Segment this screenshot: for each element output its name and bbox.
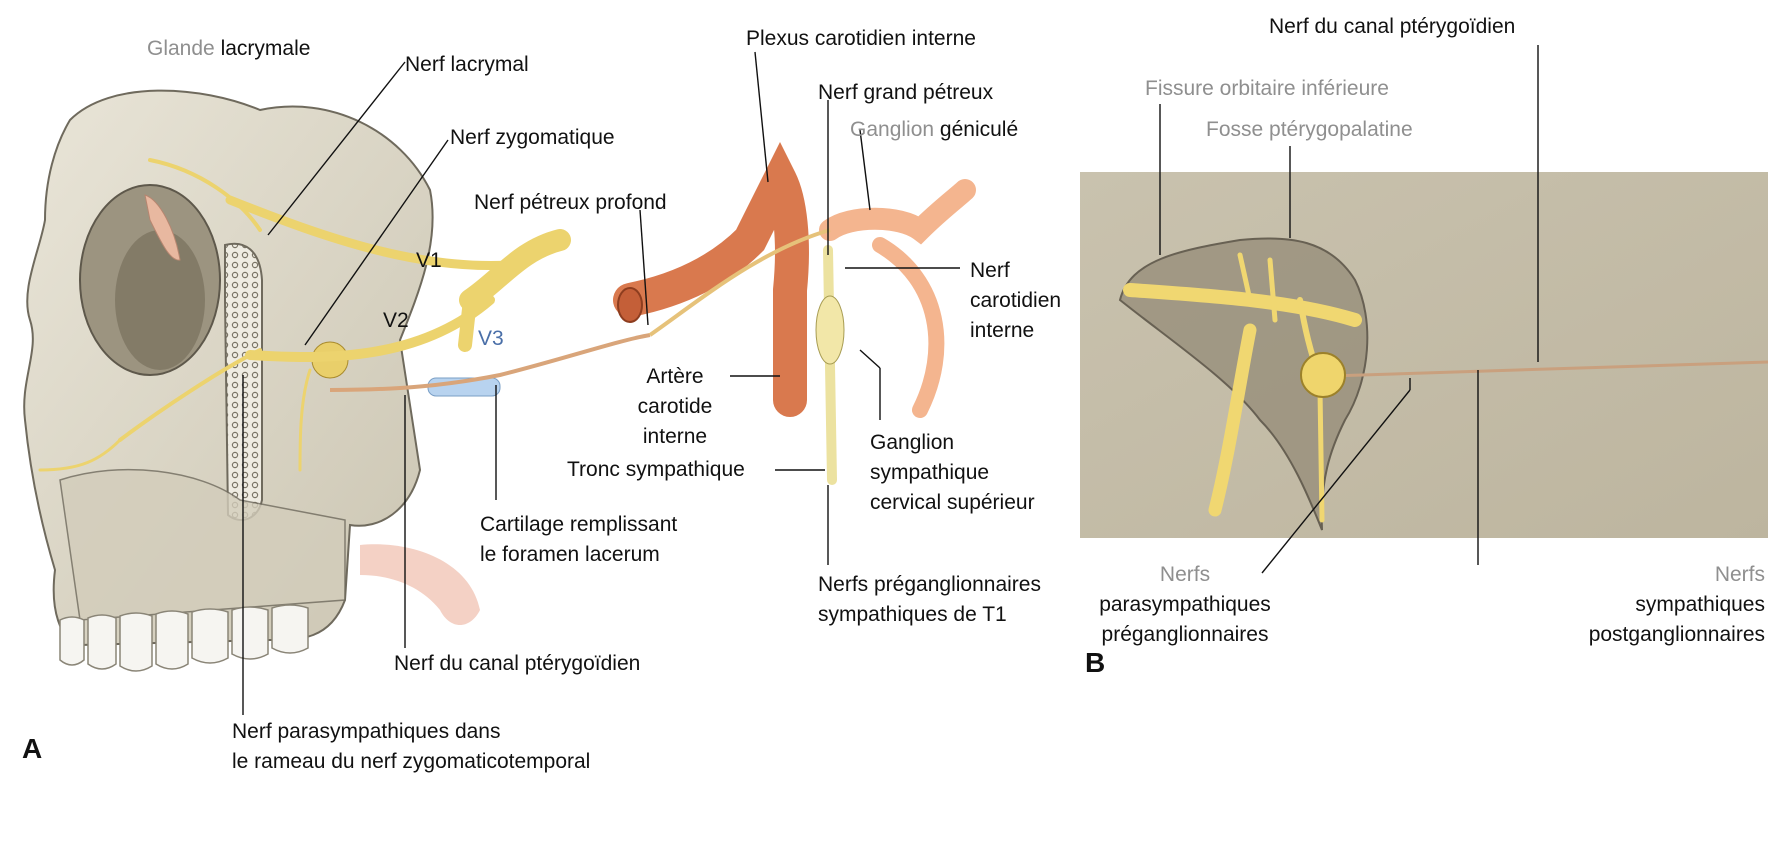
label-plexus: Plexus carotidien interne <box>746 26 976 51</box>
label-nerf-carotidien-1: Nerf <box>970 256 1061 286</box>
label-ganglion-symp-2: sympathique <box>870 458 1035 488</box>
label-nerf-petreux-profond: Nerf pétreux profond <box>474 190 667 215</box>
label-parasymp-2: le rameau du nerf zygomaticotemporal <box>232 747 590 777</box>
superior-cervical-ganglion <box>816 296 844 364</box>
label-cartilage: Cartilage remplissant le foramen lacerum <box>480 510 677 570</box>
label-cartilage-2: le foramen lacerum <box>480 540 677 570</box>
sympathetic-trunk <box>828 250 832 480</box>
label-tronc-sympathique: Tronc sympathique <box>567 457 745 482</box>
label-ganglion: Ganglion <box>850 118 934 141</box>
panel-letter-b: B <box>1085 650 1105 675</box>
label-ganglion-symp-3: cervical supérieur <box>870 488 1035 518</box>
orbit-inner <box>115 230 205 370</box>
label-nerf-lacrymal: Nerf lacrymal <box>405 52 529 77</box>
label-para-3: préganglionnaires <box>1085 620 1285 650</box>
label-ganglion-symp-1: Ganglion <box>870 428 1035 458</box>
artery-cut <box>618 288 642 322</box>
label-genicule: géniculé <box>940 118 1018 141</box>
label-v2: V2 <box>383 308 409 333</box>
panel-letter-a: A <box>22 736 42 761</box>
label-fissure-orbitaire: Fissure orbitaire inférieure <box>1145 76 1389 101</box>
label-para-1: Nerfs <box>1085 560 1285 590</box>
panel-b-illustration <box>1080 172 1768 538</box>
skull-illustration <box>24 91 500 671</box>
label-nerf-carotidien-2: carotidien <box>970 286 1061 316</box>
label-nerf-zygomatique: Nerf zygomatique <box>450 125 615 150</box>
label-artere-3: interne <box>620 422 730 452</box>
label-ganglion-sympathique: Ganglion sympathique cervical supérieur <box>870 428 1035 518</box>
label-nerf-carotidien: Nerf carotidien interne <box>970 256 1061 346</box>
label-nerf-carotidien-3: interne <box>970 316 1061 346</box>
label-canal-pterygoidien-b: Nerf du canal ptérygoïdien <box>1269 14 1515 39</box>
tongue <box>360 544 480 625</box>
label-artere-1: Artère <box>620 362 730 392</box>
label-nerfs-parasympathiques: Nerfs parasympathiques préganglionnaires <box>1085 560 1285 650</box>
label-glande-lacrymale: Glande lacrymale <box>147 36 310 61</box>
label-artere: Artère carotide interne <box>620 362 730 452</box>
trigeminal-ganglion <box>470 240 560 300</box>
label-v3: V3 <box>478 326 504 351</box>
label-nerfs-sympathiques: Nerfs sympathiques postganglionnaires <box>1555 560 1765 650</box>
facial-nerve-curve <box>880 245 936 410</box>
nerve-v3 <box>465 300 470 345</box>
label-symp-3: postganglionnaires <box>1555 620 1765 650</box>
panel-b-background <box>1080 172 1768 538</box>
label-symp-1: Nerfs <box>1555 560 1765 590</box>
label-ganglion-genicule: Ganglion géniculé <box>850 117 1018 142</box>
label-preganglionnaires: Nerfs préganglionnaires sympathiques de … <box>818 570 1041 630</box>
label-lacrymale: lacrymale <box>221 37 311 60</box>
label-pregang-2: sympathiques de T1 <box>818 600 1041 630</box>
label-canal-pterygoidien-a: Nerf du canal ptérygoïdien <box>394 651 640 676</box>
label-para-2: parasympathiques <box>1085 590 1285 620</box>
label-glande: Glande <box>147 37 215 60</box>
label-pregang-1: Nerfs préganglionnaires <box>818 570 1041 600</box>
label-fosse-pterygopalatine: Fosse ptérygopalatine <box>1206 117 1413 142</box>
ganglion-genicule <box>830 190 965 230</box>
label-grand-petreux: Nerf grand pétreux <box>818 80 993 105</box>
label-v1: V1 <box>416 248 442 273</box>
label-cartilage-1: Cartilage remplissant <box>480 510 677 540</box>
label-artere-2: carotide <box>620 392 730 422</box>
label-symp-2: sympathiques <box>1555 590 1765 620</box>
label-parasymp-1: Nerf parasympathiques dans <box>232 717 590 747</box>
pterygopalatine-ganglion-b <box>1301 353 1345 397</box>
label-parasympathiques: Nerf parasympathiques dans le rameau du … <box>232 717 590 777</box>
